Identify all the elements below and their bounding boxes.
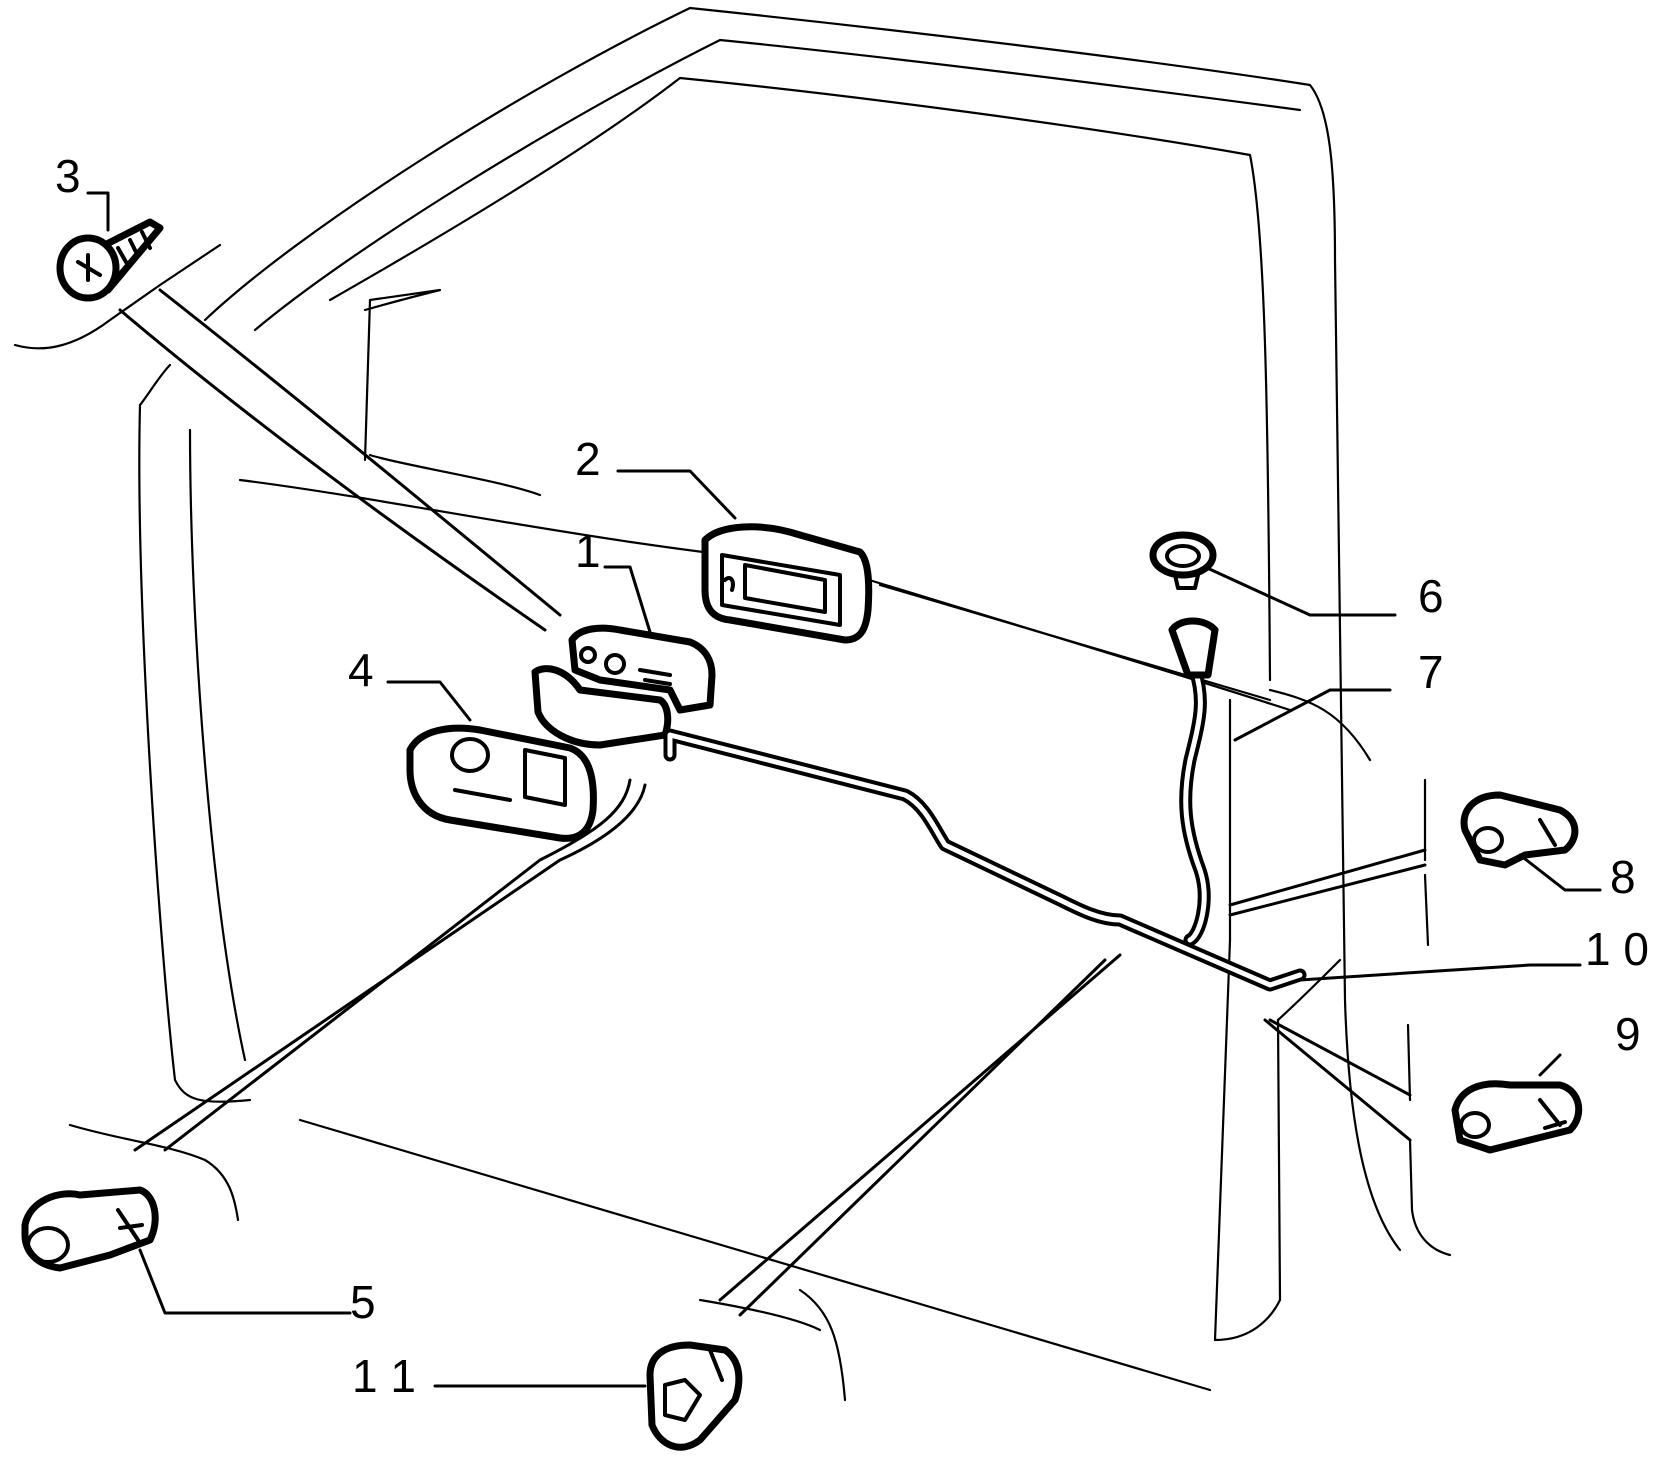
handle-housing-2: [701, 523, 873, 644]
callout-8: 8: [1610, 851, 1636, 903]
callout-9: 9: [1615, 1008, 1641, 1060]
clip-11: [646, 1341, 743, 1451]
callout-7: 7: [1418, 646, 1444, 698]
rod-10: [663, 728, 1307, 992]
clip-8: [1460, 791, 1579, 869]
callout-labels: 3 2 1 4 6 7 8 1 0 9 5 1 1: [55, 150, 1649, 1402]
callout-1: 1: [575, 525, 601, 577]
door-outline: [13, 6, 1452, 1402]
callout-4: 4: [348, 644, 374, 696]
leader-lines: [86, 191, 1602, 1388]
callout-6: 6: [1418, 570, 1444, 622]
inner-handle-1: [531, 624, 716, 749]
callout-2: 2: [575, 433, 601, 485]
callout-3: 3: [55, 150, 81, 202]
lock-knob-rod-7: [1168, 617, 1219, 947]
grommet-6: [1149, 531, 1217, 590]
callout-11: 1 1: [352, 1350, 416, 1402]
connector-lines: [118, 288, 1427, 1317]
bezel-4: [406, 724, 597, 842]
clip-9: [1451, 1080, 1583, 1154]
screw-3: [56, 218, 164, 302]
callout-5: 5: [350, 1276, 376, 1328]
clip-5: [21, 1186, 159, 1272]
callout-10: 1 0: [1585, 923, 1649, 975]
